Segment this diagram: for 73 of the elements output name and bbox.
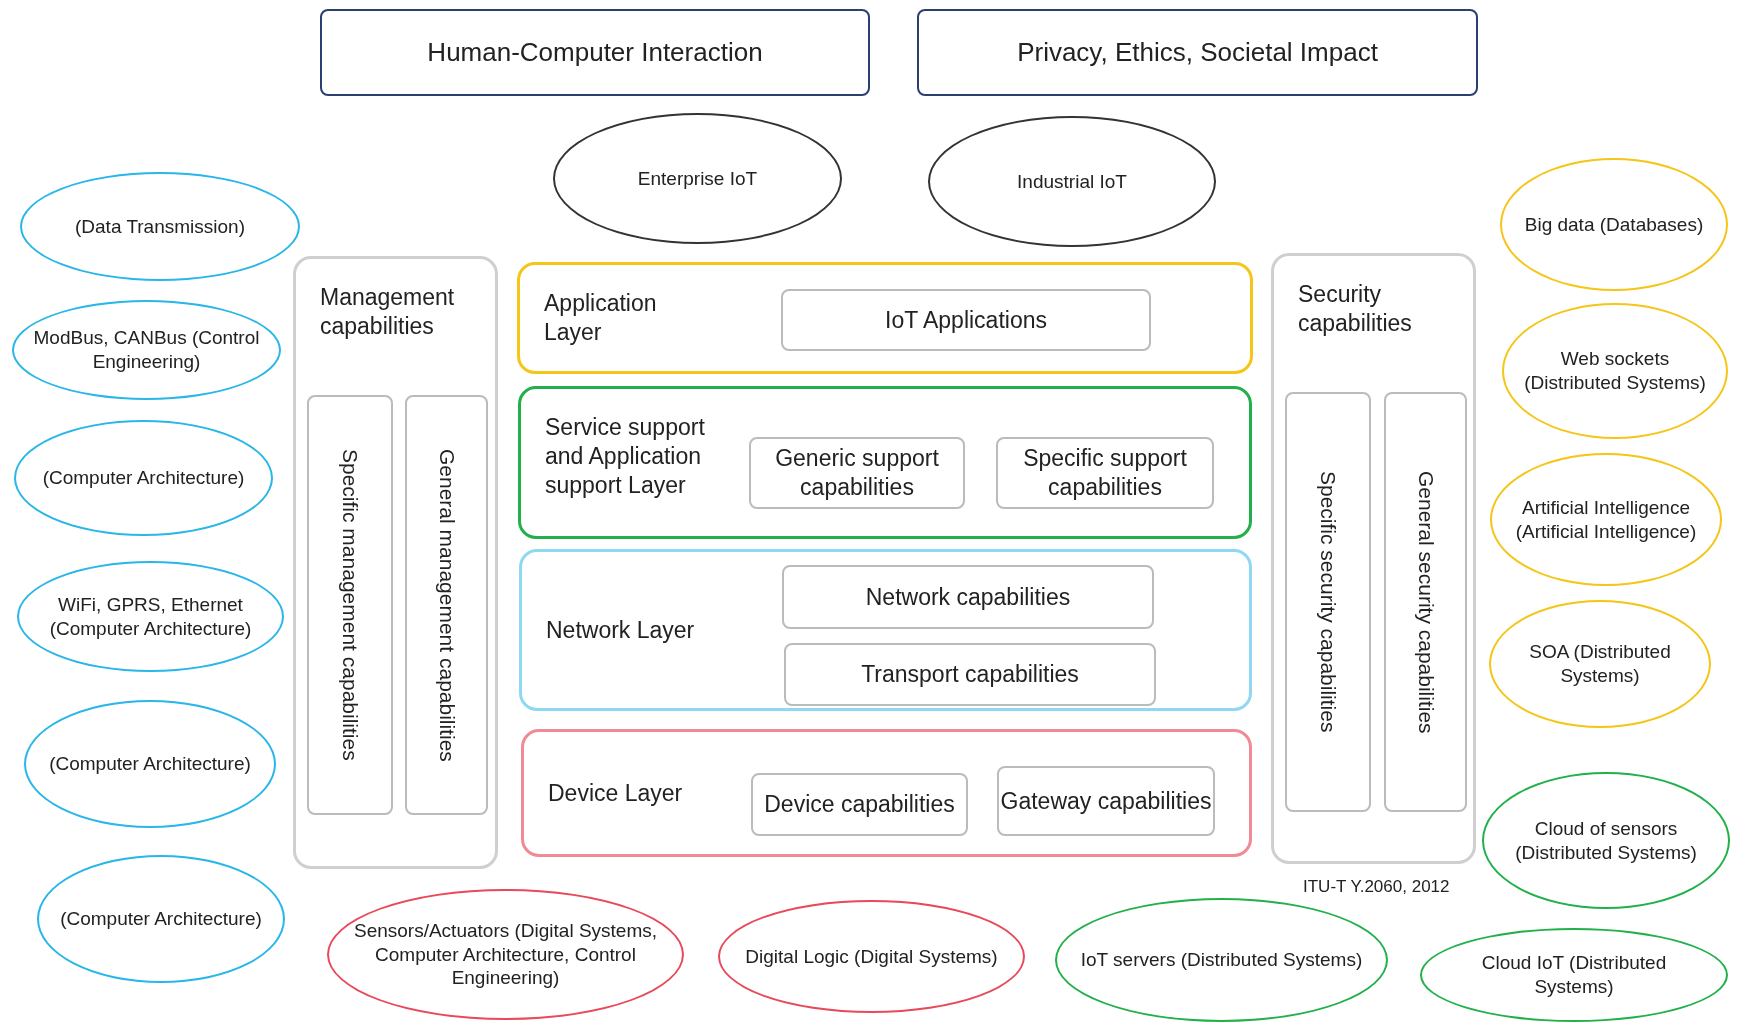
layer-heading: Security capabilities — [1298, 280, 1413, 338]
capability-label: IoT Applications — [885, 305, 1047, 335]
topic-ellipse — [37, 855, 285, 983]
layer-heading: Application Layer — [544, 289, 658, 347]
theme-box — [917, 9, 1478, 96]
layer-panel — [521, 729, 1252, 857]
topic-ellipse — [1055, 898, 1388, 1022]
topic-ellipse — [20, 172, 300, 281]
topic-label: WiFi, GPRS, Ethernet (Computer Architecture) — [48, 592, 253, 641]
layer-panel — [518, 386, 1252, 539]
layer-heading: Service support and Application support Layer — [545, 413, 706, 500]
capability-box — [782, 565, 1154, 629]
topic-label: (Data Transmission) — [75, 214, 245, 239]
theme-label: Privacy, Ethics, Societal Impact — [1017, 37, 1378, 68]
topic-ellipse — [17, 561, 284, 672]
topic-label: Artificial Intelligence (Artificial Intelligence) — [1514, 495, 1698, 544]
topic-ellipse — [1482, 772, 1730, 909]
capability-box — [751, 773, 968, 836]
capability-label: Network capabilities — [865, 582, 1071, 612]
layer-panel — [517, 262, 1253, 374]
topic-ellipse — [327, 889, 684, 1020]
capability-label: Specific management capabilities — [338, 449, 364, 761]
topic-ellipse — [1500, 158, 1728, 291]
topic-label: Web sockets (Distributed Systems) — [1523, 347, 1707, 395]
topic-ellipse — [1502, 303, 1728, 439]
topic-label: (Computer Architecture) — [60, 907, 262, 931]
topic-label: Sensors/Actuators (Digital Systems, Computer Architecture, Control Engineering) — [352, 918, 658, 991]
capability-column — [1285, 392, 1371, 812]
theme-box — [320, 9, 870, 96]
layer-panel — [1271, 253, 1476, 864]
topic-ellipse — [24, 700, 276, 828]
capability-label: Device capabilities — [764, 790, 955, 819]
topic-label: Digital Logic (Digital Systems) — [745, 944, 998, 969]
layer-heading: Management capabilities — [320, 283, 456, 341]
topic-ellipse — [1489, 600, 1711, 728]
topic-ellipse — [928, 116, 1216, 247]
capability-column — [307, 395, 393, 815]
topic-label: Enterprise IoT — [637, 166, 758, 191]
topic-label: Industrial IoT — [1017, 169, 1127, 194]
layer-heading: Network Layer — [546, 615, 696, 645]
capability-column — [405, 395, 488, 815]
capability-label: General security capabilities — [1413, 470, 1439, 734]
theme-label: Human-Computer Interaction — [427, 37, 763, 68]
capability-box — [784, 643, 1156, 706]
topic-ellipse — [1420, 928, 1728, 1022]
capability-box — [997, 766, 1215, 836]
topic-label: Cloud of sensors (Distributed Systems) — [1514, 816, 1698, 865]
layer-heading: Device Layer — [548, 778, 684, 808]
capability-box — [996, 437, 1214, 509]
capability-label: Specific security capabilities — [1316, 471, 1342, 733]
topic-ellipse — [553, 113, 842, 244]
topic-label: Big data (Databases) — [1524, 212, 1704, 237]
capability-column — [1384, 392, 1467, 812]
capability-label: Specific support capabilities — [1022, 444, 1188, 502]
capability-label: General management capabilities — [434, 448, 460, 762]
topic-ellipse — [14, 420, 273, 536]
layer-panel — [293, 256, 498, 869]
topic-label: (Computer Architecture) — [49, 752, 251, 776]
topic-label: IoT servers (Distributed Systems) — [1080, 948, 1363, 972]
topic-label: ModBus, CANBus (Control Engineering) — [32, 326, 261, 374]
capability-label: Generic support capabilities — [774, 444, 940, 502]
capability-box — [781, 289, 1151, 351]
capability-box — [749, 437, 965, 509]
topic-label: Cloud IoT (Distributed Systems) — [1480, 951, 1668, 999]
capability-label: Gateway capabilities — [1000, 786, 1212, 816]
topic-ellipse — [718, 900, 1025, 1013]
layer-panel — [519, 549, 1252, 711]
reference-note: ITU-T Y.2060, 2012 — [1303, 877, 1450, 897]
capability-label: Transport capabilities — [861, 660, 1079, 689]
topic-ellipse — [1490, 453, 1722, 586]
topic-ellipse — [12, 300, 281, 400]
topic-label: (Computer Architecture) — [42, 466, 245, 490]
topic-label: SOA (Distributed Systems) — [1528, 640, 1672, 688]
